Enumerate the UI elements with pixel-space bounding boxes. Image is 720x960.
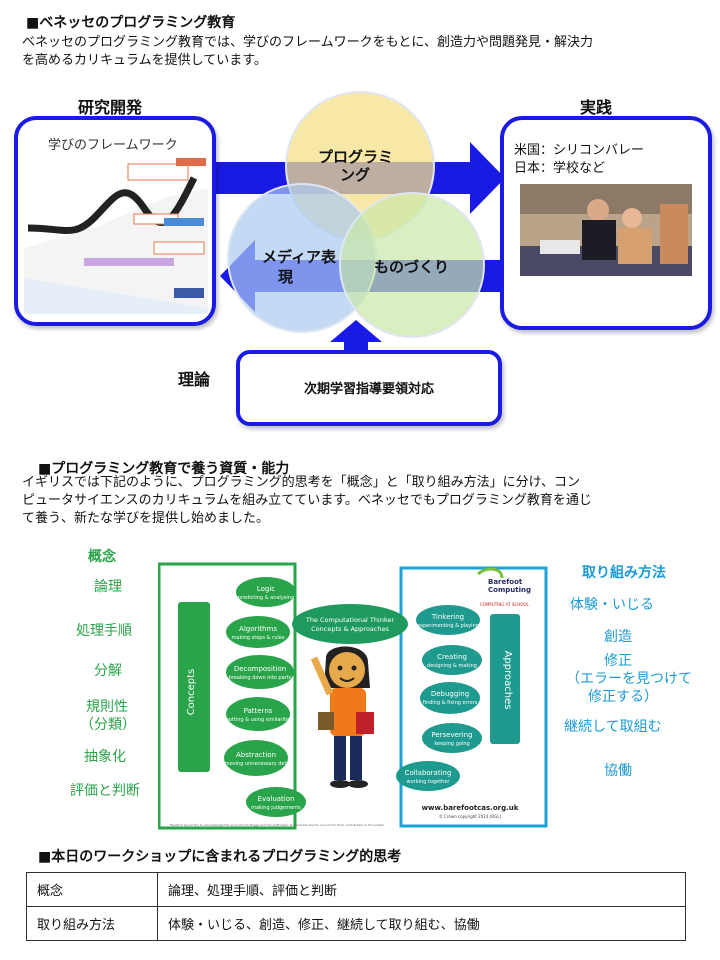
- svg-text:COMPUTING AT SCHOOL: COMPUTING AT SCHOOL: [480, 602, 529, 607]
- center-title-cloud: The Computational Thinker Concepts & App…: [292, 604, 408, 644]
- concept-item-patterns: 規則性: [86, 699, 128, 715]
- research-label: 研究開発: [78, 98, 143, 117]
- concept-item-algorithms: 処理手順: [76, 623, 132, 639]
- svg-text:Collaborating: Collaborating: [405, 769, 452, 777]
- barefoot-poster: Concepts Approaches Logic predicting & a…: [157, 562, 548, 830]
- table-value-concepts: 論理、処理手順、評価と判断: [157, 872, 686, 907]
- svg-text:Decomposition: Decomposition: [234, 665, 286, 673]
- table-key-approaches: 取り組み方法: [26, 906, 158, 941]
- approach-cloud-persevering: Persevering keeping going: [422, 723, 482, 753]
- svg-text:Persevering: Persevering: [431, 731, 472, 739]
- circle-programming-label-2: ング: [340, 166, 371, 184]
- approach-item-debugging-sub2: 修正する）: [588, 689, 658, 705]
- svg-text:Algorithms: Algorithms: [239, 625, 277, 633]
- section2-heading: ■プログラミング教育で養う資質・能力: [38, 461, 290, 477]
- concept-item-abstraction: 抽象化: [84, 749, 126, 765]
- approach-item-creating: 創造: [604, 629, 632, 645]
- svg-text:spotting & using similarities: spotting & using similarities: [223, 717, 293, 723]
- concept-item-logic: 論理: [94, 579, 122, 595]
- section3-heading: ■本日のワークショップに含まれるプログラミング的思考: [38, 849, 402, 865]
- section1-heading: ■ベネッセのプログラミング教育: [26, 15, 236, 31]
- guideline-label: 次期学習指導要領対応: [303, 382, 434, 397]
- svg-text:Evaluation: Evaluation: [258, 795, 295, 803]
- svg-text:Creating: Creating: [437, 653, 467, 661]
- circle-making-label: ものづくり: [374, 258, 450, 276]
- circle-making: [339, 192, 485, 338]
- svg-text:Patterns: Patterns: [244, 707, 273, 715]
- practice-line2: 日本：学校など: [514, 161, 606, 176]
- table-row: 取り組み方法 体験・いじる、創造、修正、継続して取り組む、協働: [26, 906, 686, 941]
- concept-cloud-decomposition: Decomposition breaking down into parts: [226, 655, 294, 689]
- guideline-box: 次期学習指導要領対応: [236, 350, 502, 426]
- approach-item-debugging-sub1: （エラーを見つけて: [566, 671, 692, 687]
- approach-item-debugging: 修正: [604, 653, 632, 669]
- concept-cloud-patterns: Patterns spotting & using similarities: [223, 697, 293, 731]
- concept-item-decomposition: 分解: [94, 663, 122, 679]
- table-row: 概念 論理、処理手順、評価と判断: [26, 872, 686, 907]
- svg-text:Debugging: Debugging: [431, 690, 469, 698]
- framework-title: 学びのフレームワーク: [48, 138, 178, 153]
- poster-url: www.barefootcas.org.uk: [422, 804, 519, 812]
- circle-media-label-1: メディア表: [262, 248, 336, 266]
- approaches-title: 取り組み方法: [582, 565, 666, 581]
- svg-text:working together: working together: [407, 779, 451, 785]
- concept-item-patterns-sub: （分類）: [80, 717, 136, 733]
- section1-body-line1: ベネッセのプログラミング教育では、学びのフレームワークをもとに、創造力や問題発見…: [22, 35, 593, 50]
- table-value-approaches: 体験・いじる、創造、修正、継続して取り組む、協働: [157, 906, 686, 941]
- approach-cloud-tinkering: Tinkering experimenting & playing: [416, 605, 480, 635]
- concept-item-evaluation: 評価と判断: [70, 783, 140, 799]
- section2-body-line2: ピュータサイエンスのカリキュラムを組み立てています。ベネッセでもプログラミング教…: [22, 493, 592, 508]
- framework-box: 学びのフレームワーク: [14, 116, 216, 326]
- table-key-concepts: 概念: [26, 872, 158, 907]
- svg-text:experimenting & playing: experimenting & playing: [417, 623, 479, 629]
- approach-cloud-debugging: Debugging finding & fixing errors: [420, 682, 480, 714]
- approach-cloud-collaborating: Collaborating working together: [396, 761, 460, 791]
- approach-cloud-creating: Creating designing & making: [422, 645, 482, 675]
- section2-body-line1: イギリスでは下記のように、プログラミング的思考を「概念」と「取り組み方法」に分け…: [22, 475, 580, 490]
- venn-arrows-diagram: [200, 91, 525, 352]
- poster-copyright: © Crown copyright 2014 (OGL): [439, 814, 502, 819]
- practice-box: 米国：シリコンバレー 日本：学校など: [500, 116, 712, 330]
- concept-cloud-abstraction: Abstraction removing unnecessary detail: [220, 740, 293, 776]
- practice-line1: 米国：シリコンバレー: [514, 143, 645, 158]
- concepts-bar-text: Concepts: [186, 669, 197, 716]
- svg-text:Tinkering: Tinkering: [431, 613, 464, 621]
- arrow-up-theory: [330, 320, 382, 352]
- svg-text:Logic: Logic: [257, 585, 275, 593]
- approach-item-persevering: 継続して取組む: [564, 719, 662, 735]
- framework-illustration: [24, 158, 208, 314]
- section1-body-line2: を高めるカリキュラムを提供しています。: [22, 53, 267, 68]
- concepts-title: 概念: [88, 549, 116, 565]
- circle-programming-label-1: プログラミ: [318, 148, 394, 166]
- svg-text:finding & fixing errors: finding & fixing errors: [423, 700, 478, 706]
- circle-media-label-2: 現: [278, 268, 294, 286]
- approach-item-tinkering: 体験・いじる: [570, 597, 654, 613]
- poster-graphic: Concepts Approaches Logic predicting & a…: [157, 562, 548, 830]
- svg-text:breaking down into parts: breaking down into parts: [229, 675, 292, 681]
- svg-text:removing unnecessary detail: removing unnecessary detail: [220, 761, 293, 767]
- concept-cloud-algorithms: Algorithms making steps & rules: [226, 616, 290, 648]
- svg-text:making steps & rules: making steps & rules: [232, 635, 285, 641]
- poster-credit: Barefoot would like to acknowledge the w…: [170, 823, 385, 827]
- barefoot-logo: Barefoot Computing COMPUTING AT SCHOOL: [477, 567, 531, 607]
- thinker-character: [310, 646, 374, 788]
- practice-label: 実践: [580, 98, 613, 117]
- svg-text:Abstraction: Abstraction: [236, 751, 276, 759]
- concept-cloud-logic: Logic predicting & analysing: [236, 577, 296, 607]
- svg-text:Computing: Computing: [488, 586, 531, 594]
- svg-text:The Computational Thinker: The Computational Thinker: [305, 616, 395, 624]
- svg-text:keeping going: keeping going: [434, 741, 469, 747]
- svg-text:Concepts & Approaches: Concepts & Approaches: [311, 625, 389, 633]
- svg-text:making judgements: making judgements: [251, 805, 301, 811]
- workshop-summary-table: 概念 論理、処理手順、評価と判断 取り組み方法 体験・いじる、創造、修正、継続し…: [26, 872, 686, 941]
- svg-text:predicting & analysing: predicting & analysing: [238, 595, 294, 601]
- svg-text:designing & making: designing & making: [427, 663, 477, 669]
- section2-body-line3: て養う、新たな学びを提供し始めました。: [22, 511, 270, 526]
- concept-cloud-evaluation: Evaluation making judgements: [246, 787, 306, 817]
- approach-item-collaborating: 協働: [604, 763, 632, 779]
- svg-text:Barefoot: Barefoot: [488, 578, 523, 586]
- approaches-bar-text: Approaches: [502, 651, 513, 710]
- workshop-photo: [520, 184, 692, 276]
- theory-label: 理論: [178, 370, 211, 389]
